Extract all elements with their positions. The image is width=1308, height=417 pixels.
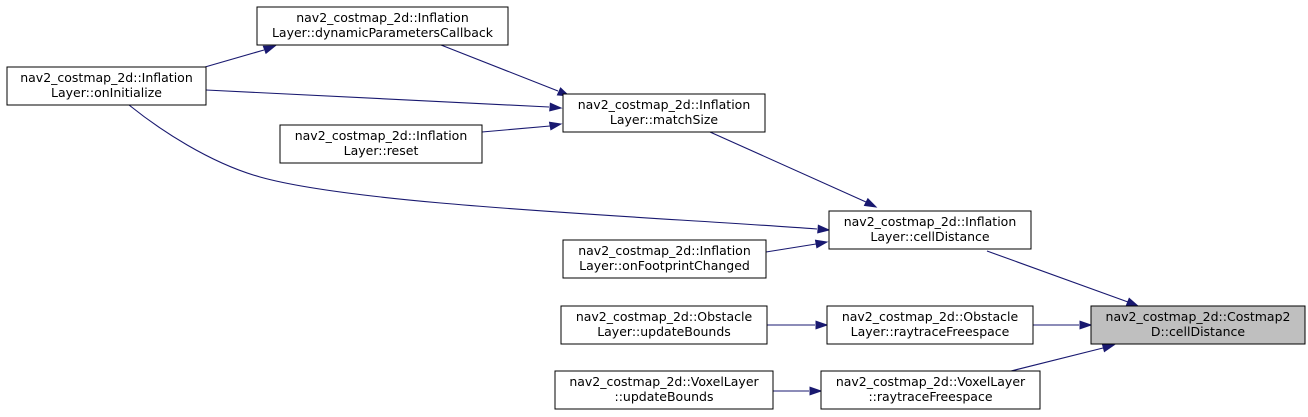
edge-line xyxy=(481,125,551,133)
edge-oninit-to-dpc xyxy=(204,45,277,68)
edge-match-to-celldist xyxy=(709,131,878,208)
node-oninit[interactable]: nav2_costmap_2d::InflationLayer::onIniti… xyxy=(6,66,207,106)
arrowhead-icon xyxy=(863,197,878,208)
node-obs_ub[interactable]: nav2_costmap_2d::ObstacleLayer::updateBo… xyxy=(560,305,768,345)
edge-line xyxy=(709,131,867,203)
node-celldist[interactable]: nav2_costmap_2d::InflationLayer::cellDis… xyxy=(828,210,1032,250)
node-box xyxy=(6,66,207,106)
arrowhead-icon xyxy=(814,239,829,249)
node-label-line: nav2_costmap_2d::Inflation xyxy=(20,70,193,85)
node-label-line: Layer::onInitialize xyxy=(51,85,162,100)
arrowhead-icon xyxy=(817,224,831,234)
node-box xyxy=(562,93,766,133)
node-label-line: nav2_costmap_2d::VoxelLayer xyxy=(569,374,759,389)
edge-line xyxy=(765,243,817,253)
node-label-line: nav2_costmap_2d::Inflation xyxy=(578,243,751,258)
node-box xyxy=(554,370,774,410)
node-label-line: Layer::cellDistance xyxy=(870,229,990,244)
arrowhead-icon xyxy=(809,386,823,396)
edge-oninit-to-celldist xyxy=(128,104,831,234)
edge-celldist-to-costmap xyxy=(986,250,1140,307)
node-label-line: nav2_costmap_2d::Obstacle xyxy=(576,309,753,324)
edge-vox_rf-to-costmap xyxy=(1010,343,1116,372)
node-label-line: D::cellDistance xyxy=(1151,324,1246,339)
edge-line xyxy=(128,104,818,230)
edge-obs_rf-to-costmap xyxy=(1033,320,1093,330)
edge-line xyxy=(204,49,265,68)
node-label-line: nav2_costmap_2d::Inflation xyxy=(578,97,751,112)
node-box xyxy=(826,305,1034,345)
node-label-line: Layer::raytraceFreespace xyxy=(851,324,1010,339)
arrowhead-icon xyxy=(815,320,829,330)
node-label-line: nav2_costmap_2d::Inflation xyxy=(296,10,469,25)
edge-dpc-to-match xyxy=(440,44,571,97)
node-box xyxy=(279,124,483,164)
node-box xyxy=(256,6,509,46)
node-vox_rf[interactable]: nav2_costmap_2d::VoxelLayer::raytraceFre… xyxy=(820,370,1041,410)
edge-line xyxy=(986,250,1129,303)
node-vox_ub[interactable]: nav2_costmap_2d::VoxelLayer::updateBound… xyxy=(554,370,774,410)
node-label-line: Layer::matchSize xyxy=(610,112,719,127)
node-label-line: Layer::updateBounds xyxy=(597,324,731,339)
edge-line xyxy=(1010,347,1104,372)
node-label-line: nav2_costmap_2d::Costmap2 xyxy=(1106,309,1291,324)
node-dpc[interactable]: nav2_costmap_2d::InflationLayer::dynamic… xyxy=(256,6,509,46)
edge-footprint-to-celldist xyxy=(765,239,829,253)
node-footprint[interactable]: nav2_costmap_2d::InflationLayer::onFootp… xyxy=(562,239,767,279)
edges-layer xyxy=(128,44,1140,396)
node-box xyxy=(820,370,1041,410)
node-box xyxy=(562,239,767,279)
edge-line xyxy=(205,89,550,108)
node-box xyxy=(828,210,1032,250)
arrowhead-icon xyxy=(548,121,563,131)
node-label-line: ::raytraceFreespace xyxy=(868,389,992,404)
arrowhead-icon xyxy=(1101,343,1116,353)
arrowhead-icon xyxy=(549,102,563,112)
node-label-line: nav2_costmap_2d::Inflation xyxy=(844,214,1017,229)
edge-vox_ub-to-vox_rf xyxy=(773,386,823,396)
node-box xyxy=(1090,305,1306,345)
node-label-line: nav2_costmap_2d::VoxelLayer xyxy=(836,374,1026,389)
edge-line xyxy=(440,44,559,92)
node-obs_rf[interactable]: nav2_costmap_2d::ObstacleLayer::raytrace… xyxy=(826,305,1034,345)
node-label-line: ::updateBounds xyxy=(615,389,714,404)
edge-oninit-to-match xyxy=(205,89,563,112)
node-match[interactable]: nav2_costmap_2d::InflationLayer::matchSi… xyxy=(562,93,766,133)
nodes-layer: nav2_costmap_2d::InflationLayer::dynamic… xyxy=(6,6,1306,410)
arrowhead-icon xyxy=(262,45,277,55)
node-box xyxy=(560,305,768,345)
node-label-line: nav2_costmap_2d::Obstacle xyxy=(842,309,1019,324)
arrowhead-icon xyxy=(1079,320,1093,330)
node-label-line: nav2_costmap_2d::Inflation xyxy=(295,128,468,143)
node-label-line: Layer::onFootprintChanged xyxy=(579,258,750,273)
edge-obs_ub-to-obs_rf xyxy=(767,320,829,330)
edge-reset-to-match xyxy=(481,121,563,133)
node-label-line: Layer::reset xyxy=(344,143,419,158)
node-label-line: Layer::dynamicParametersCallback xyxy=(272,25,494,40)
arrowhead-icon xyxy=(1125,297,1140,307)
